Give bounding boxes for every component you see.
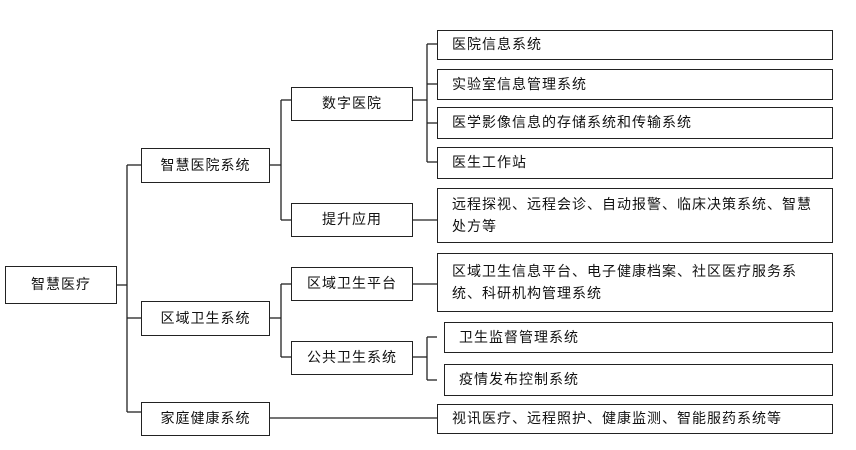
regional-health-system-label: 区域卫生系统 (160, 310, 251, 327)
leaf-supervision: 卫生监督管理系统 (444, 322, 833, 353)
leaf-upgrade-apps: 远程探视、远程会诊、自动报警、临床决策系统、智慧处方等 (437, 188, 833, 243)
leaf-his: 医院信息系统 (437, 30, 833, 60)
public-health-system-label: 公共卫生系统 (307, 350, 397, 366)
leaf-lis: 实验室信息管理系统 (437, 69, 833, 100)
root-node-label: 智慧医疗 (31, 277, 91, 293)
leaf-family-items: 视讯医疗、远程照护、健康监测、智能服药系统等 (437, 404, 833, 434)
regional-platform-node: 区域卫生平台 (291, 267, 413, 301)
leaf-pacs-label: 医学影像信息的存储系统和传输系统 (452, 115, 692, 131)
hospital-system-node: 智慧医院系统 (141, 148, 270, 183)
leaf-epidemic: 疫情发布控制系统 (444, 364, 833, 396)
leaf-workstation-label: 医生工作站 (452, 155, 527, 171)
upgrade-apps-node: 提升应用 (291, 203, 413, 237)
regional-health-system-node: 区域卫生系统 (141, 301, 270, 336)
leaf-pacs: 医学影像信息的存储系统和传输系统 (437, 107, 833, 139)
leaf-regional-platform: 区域卫生信息平台、电子健康档案、社区医疗服务系统、科研机构管理系统 (437, 253, 833, 312)
family-health-system-label: 家庭健康系统 (160, 411, 251, 427)
leaf-regional-platform-label: 区域卫生信息平台、电子健康档案、社区医疗服务系统、科研机构管理系统 (452, 263, 797, 302)
leaf-his-label: 医院信息系统 (452, 37, 542, 53)
leaf-workstation: 医生工作站 (437, 147, 833, 179)
leaf-lis-label: 实验室信息管理系统 (452, 76, 587, 93)
digital-hospital-node: 数字医院 (291, 87, 413, 121)
root-node: 智慧医疗 (5, 266, 117, 304)
leaf-epidemic-label: 疫情发布控制系统 (459, 372, 579, 388)
leaf-upgrade-apps-label: 远程探视、远程会诊、自动报警、临床决策系统、智慧处方等 (452, 196, 812, 235)
family-health-system-node: 家庭健康系统 (141, 402, 270, 436)
public-health-system-node: 公共卫生系统 (291, 341, 413, 375)
leaf-family-items-label: 视讯医疗、远程照护、健康监测、智能服药系统等 (452, 411, 782, 427)
regional-platform-label: 区域卫生平台 (307, 276, 397, 292)
upgrade-apps-label: 提升应用 (322, 212, 382, 228)
leaf-supervision-label: 卫生监督管理系统 (459, 329, 579, 346)
hospital-system-label: 智慧医院系统 (160, 157, 251, 174)
digital-hospital-label: 数字医院 (322, 96, 382, 112)
